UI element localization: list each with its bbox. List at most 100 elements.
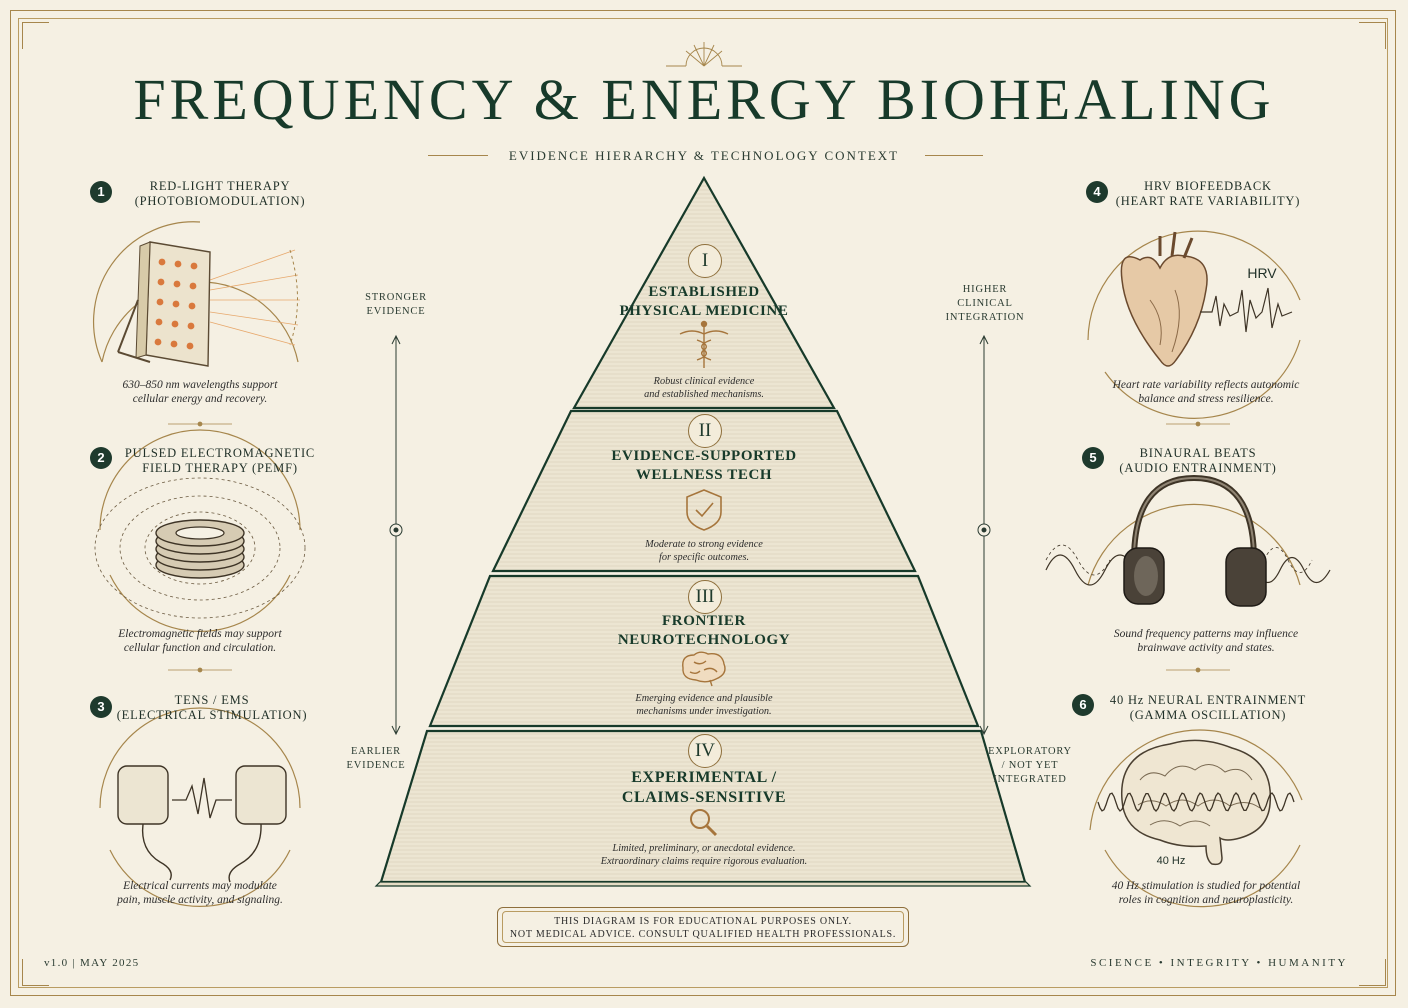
disclaimer-line2: NOT MEDICAL ADVICE. CONSULT QUALIFIED HE… (509, 929, 897, 940)
tier-1-desc: Robust clinical evidence and established… (604, 375, 804, 401)
card-6-caption-line1: 40 Hz stimulation is studied for potenti… (1111, 880, 1301, 892)
tier-2-title: EVIDENCE-SUPPORTED WELLNESS TECH (574, 447, 834, 485)
corner-ornament (22, 959, 49, 986)
forty-hz-label: 40 Hz (1156, 855, 1186, 867)
sunburst-ornament (666, 42, 742, 67)
pemf-coil-icon (94, 429, 306, 632)
tier-4-desc-line2: Extraordinary claims require rigorous ev… (600, 856, 808, 867)
tier-1-title-line1: ESTABLISHED (648, 284, 760, 300)
subtitle-rule-right (925, 155, 983, 156)
inner-frame (18, 18, 1388, 988)
left-axis-bottom-line1: EARLIER (351, 746, 401, 757)
right-axis-bottom-label: EXPLORATORY / NOT YET INTEGRATED (980, 745, 1080, 787)
card-3-title: TENS / EMS (ELECTRICAL STIMULATION) (100, 693, 324, 723)
tier-1-desc-line2: and established mechanisms. (644, 389, 764, 400)
tens-electrodes-icon (99, 707, 301, 907)
tier-3-title: FRONTIER NEUROTECHNOLOGY (564, 612, 844, 650)
left-axis-bottom-line2: EVIDENCE (346, 760, 406, 771)
card-4-caption-line1: Heart rate variability reflects autonomi… (1112, 379, 1300, 391)
card-3-caption-line1: Electrical currents may modulate (123, 880, 277, 892)
disclaimer-box: THIS DIAGRAM IS FOR EDUCATIONAL PURPOSES… (497, 907, 909, 947)
tier-1-title: ESTABLISHED PHYSICAL MEDICINE (604, 283, 804, 321)
card-1-number-badge: 1 (90, 181, 112, 203)
card-2-title-line2: FIELD THERAPY (PEMF) (142, 461, 298, 475)
pyramid-tier-2 (491, 409, 917, 573)
right-axis-top-line1: HIGHER (962, 284, 1008, 295)
pyramid-tier-1 (572, 175, 836, 410)
tier-2-desc: Moderate to strong evidence for specific… (574, 538, 834, 564)
card-3-caption-line2: pain, muscle activity, and signaling. (117, 894, 283, 906)
red-light-panel-icon (92, 221, 300, 367)
card-1-title-line1: RED-LIGHT THERAPY (149, 179, 291, 193)
disclaimer-line1: THIS DIAGRAM IS FOR EDUCATIONAL PURPOSES… (554, 916, 852, 927)
card-5-title: BINAURAL BEATS (AUDIO ENTRAINMENT) (1096, 446, 1300, 476)
left-axis-top-label: STRONGER EVIDENCE (346, 291, 446, 319)
card-2-caption: Electromagnetic fields may support cellu… (62, 627, 338, 655)
card-2-caption-line1: Electromagnetic fields may support (118, 628, 282, 640)
pyramid-tier-4 (374, 729, 1032, 887)
card-4-title-line1: HRV BIOFEEDBACK (1144, 179, 1272, 193)
card-6-title-line1: 40 Hz NEURAL ENTRAINMENT (1109, 693, 1307, 707)
tier-2-desc-line2: for specific outcomes. (658, 552, 750, 563)
card-1-title-line2: (PHOTOBIOMODULATION) (134, 194, 306, 208)
tier-3-desc-line1: Emerging evidence and plausible (635, 693, 773, 704)
right-axis-bottom-line1: EXPLORATORY (988, 746, 1072, 757)
shield-check-icon (686, 489, 722, 531)
card-5-caption-line1: Sound frequency patterns may influence (1113, 628, 1299, 640)
card-5-caption: Sound frequency patterns may influence b… (1064, 627, 1348, 655)
card-2-caption-line2: cellular function and circulation. (123, 642, 277, 654)
card-6-title-line2: (GAMMA OSCILLATION) (1129, 708, 1287, 722)
card-5-caption-line2: brainwave activity and states. (1137, 642, 1275, 654)
card-5-title-line1: BINAURAL BEATS (1139, 446, 1257, 460)
caduceus-icon (679, 320, 729, 368)
card-1-caption-line2: cellular energy and recovery. (132, 393, 268, 405)
card-3-number-badge: 3 (90, 696, 112, 718)
tier-2-numeral: II (688, 414, 722, 448)
left-axis-top-line2: EVIDENCE (366, 306, 426, 317)
card-6-caption: 40 Hz stimulation is studied for potenti… (1064, 879, 1348, 907)
tier-4-desc-line1: Limited, preliminary, or anecdotal evide… (612, 843, 796, 854)
tier-4-title-line2: CLAIMS-SENSITIVE (621, 789, 787, 806)
right-axis-bottom-line3: INTEGRATED (993, 774, 1067, 785)
version-date: v1.0 | MAY 2025 (44, 957, 140, 969)
subtitle-rule-left (428, 155, 488, 156)
pyramid-tier-3 (428, 574, 980, 728)
tier-1-desc-line1: Robust clinical evidence (653, 376, 755, 387)
right-axis-top-label: HIGHER CLINICAL INTEGRATION (935, 283, 1035, 325)
card-6-title: 40 Hz NEURAL ENTRAINMENT (GAMMA OSCILLAT… (1096, 693, 1320, 723)
card-4-title-line2: (HEART RATE VARIABILITY) (1115, 194, 1301, 208)
outer-frame (10, 10, 1396, 996)
right-axis-top-line3: INTEGRATION (945, 312, 1025, 323)
card-4-caption: Heart rate variability reflects autonomi… (1064, 378, 1348, 406)
card-4-number-badge: 4 (1086, 181, 1108, 203)
tier-3-desc: Emerging evidence and plausible mechanis… (564, 692, 844, 718)
tier-3-numeral: III (688, 580, 722, 614)
headphones-icon (1045, 474, 1331, 607)
card-6-number-badge: 6 (1072, 694, 1094, 716)
tier-3-desc-line2: mechanisms under investigation. (636, 706, 772, 717)
card-2-title-line1: PULSED ELECTROMAGNETIC (124, 446, 316, 460)
card-3-caption: Electrical currents may modulate pain, m… (62, 879, 338, 907)
right-integration-axis (977, 334, 991, 736)
page-title: FREQUENCY & ENERGY BIOHEALING (133, 67, 1275, 132)
tier-4-title: EXPERIMENTAL / CLAIMS-SENSITIVE (554, 768, 854, 808)
tier-3-title-line2: NEUROTECHNOLOGY (617, 632, 791, 648)
card-1-caption: 630–850 nm wavelengths support cellular … (70, 378, 330, 406)
card-4-title: HRV BIOFEEDBACK (HEART RATE VARIABILITY) (1096, 179, 1320, 209)
card-3-title-line2: (ELECTRICAL STIMULATION) (116, 708, 308, 722)
card-6-caption-line2: roles in cognition and neuroplasticity. (1118, 894, 1294, 906)
card-5-number-badge: 5 (1082, 447, 1104, 469)
card-1-caption-line1: 630–850 nm wavelengths support (122, 379, 278, 391)
footer-motto: SCIENCE • INTEGRITY • HUMANITY (1090, 957, 1348, 969)
brain-icon (682, 651, 726, 687)
left-evidence-axis (389, 334, 403, 736)
tier-3-title-line1: FRONTIER (662, 613, 746, 629)
left-axis-bottom-label: EARLIER EVIDENCE (326, 745, 426, 773)
card-3-title-line1: TENS / EMS (174, 693, 250, 707)
card-4-caption-line2: balance and stress resilience. (1138, 393, 1274, 405)
tier-4-desc: Limited, preliminary, or anecdotal evide… (524, 842, 884, 868)
card-2-number-badge: 2 (90, 447, 112, 469)
card-5-title-line2: (AUDIO ENTRAINMENT) (1119, 461, 1277, 475)
